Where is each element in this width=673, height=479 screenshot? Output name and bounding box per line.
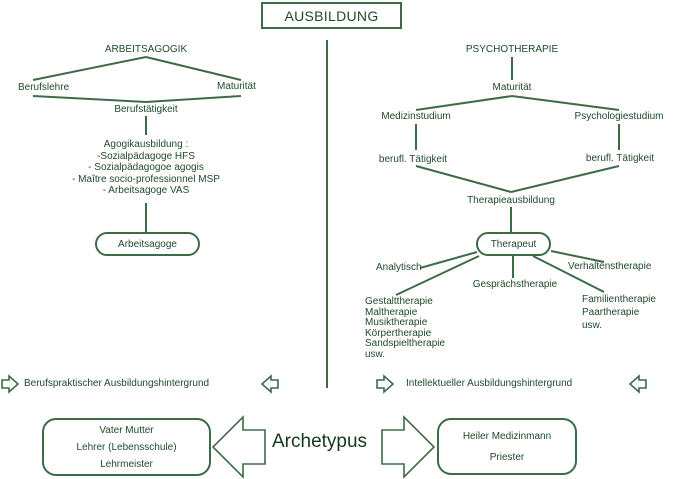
list-item: Familientherapie — [582, 294, 656, 305]
node-psychologiestudium: Psychologiestudium — [574, 111, 664, 122]
left-archetype-box: Vater Mutter Lehrer (Lebensschule) Lehrm… — [42, 418, 211, 476]
node-berufslehre: Berufslehre — [18, 82, 70, 93]
node-berufstaetigkeit: Berufstätigkeit — [114, 104, 178, 115]
arrow-right-icon — [376, 374, 395, 394]
list-item: Paartherapie — [582, 307, 640, 318]
arbeitsagogik-heading: ARBEITSAGOGIK — [104, 44, 188, 55]
list-item: -Sozialpädagoge HFS — [97, 150, 195, 162]
node-medizinstudium: Medizinstudium — [381, 111, 451, 122]
list-item: Gestalttherapie — [365, 296, 433, 307]
big-arrow-left-icon — [211, 415, 266, 479]
node-analytisch: Analytisch — [376, 262, 422, 273]
list-item: - Sozialpädagogoe agogis — [88, 162, 204, 173]
node-verhaltenstherapie: Verhaltenstherapie — [568, 261, 652, 272]
node-gespraechstherapie: Gesprächstherapie — [472, 279, 558, 290]
arrow-left-icon — [628, 374, 647, 394]
list-item: usw. — [582, 320, 603, 331]
list-item: Maltherapie — [365, 306, 418, 318]
node-maturitaet-right: Maturität — [492, 82, 532, 93]
arbeitsagoge-node: Arbeitsagoge — [95, 232, 200, 256]
archetypus-label: Archetypus — [272, 431, 368, 452]
big-arrow-right-icon — [381, 415, 436, 479]
left-background-label: Berufspraktischer Ausbildungshintergrund — [24, 378, 210, 389]
list-item: usw. — [365, 348, 386, 360]
list-item: Sandspieltherapie — [365, 338, 446, 350]
archetype-item: Heiler Medizinmann — [462, 430, 552, 442]
list-item: Körpertherapie — [365, 327, 432, 339]
arrow-right-icon — [1, 374, 20, 394]
archetype-item: Lehrer (Lebensschule) — [76, 441, 177, 453]
node-taetigkeit-right: berufl. Tätigkeit — [585, 153, 655, 164]
list-item: Musiktherapie — [365, 317, 428, 329]
archetype-item: Vater Mutter — [99, 424, 154, 436]
therapies-right-list: Familientherapie Paartherapie usw. — [582, 293, 656, 332]
page-title: AUSBILDUNG — [261, 2, 402, 29]
list-item: Agogikausbildung : — [103, 139, 189, 150]
node-taetigkeit-left: berufl. Tätigkeit — [378, 154, 448, 165]
therapeut-node: Therapeut — [476, 232, 551, 256]
node-maturitaet-left: Maturität — [217, 81, 256, 92]
right-archetype-box: Heiler Medizinmann Priester — [437, 418, 577, 475]
therapies-left-list: Gestalttherapie Maltherapie Musiktherapi… — [365, 296, 446, 361]
arrow-left-icon — [260, 374, 279, 394]
archetype-item: Lehrmeister — [100, 458, 153, 470]
psychotherapie-heading: PSYCHOTHERAPIE — [465, 44, 559, 55]
archetype-item: Priester — [489, 451, 525, 463]
list-item: - Maître socio-professionnel MSP — [72, 173, 220, 185]
agogik-list: Agogikausbildung : -Sozialpädagoge HFS -… — [72, 139, 220, 197]
right-background-label: Intellektueller Ausbildungshintergrund — [406, 378, 573, 389]
node-therapieausbildung: Therapieausbildung — [467, 195, 555, 206]
list-item: - Arbeitsagoge VAS — [102, 185, 190, 196]
